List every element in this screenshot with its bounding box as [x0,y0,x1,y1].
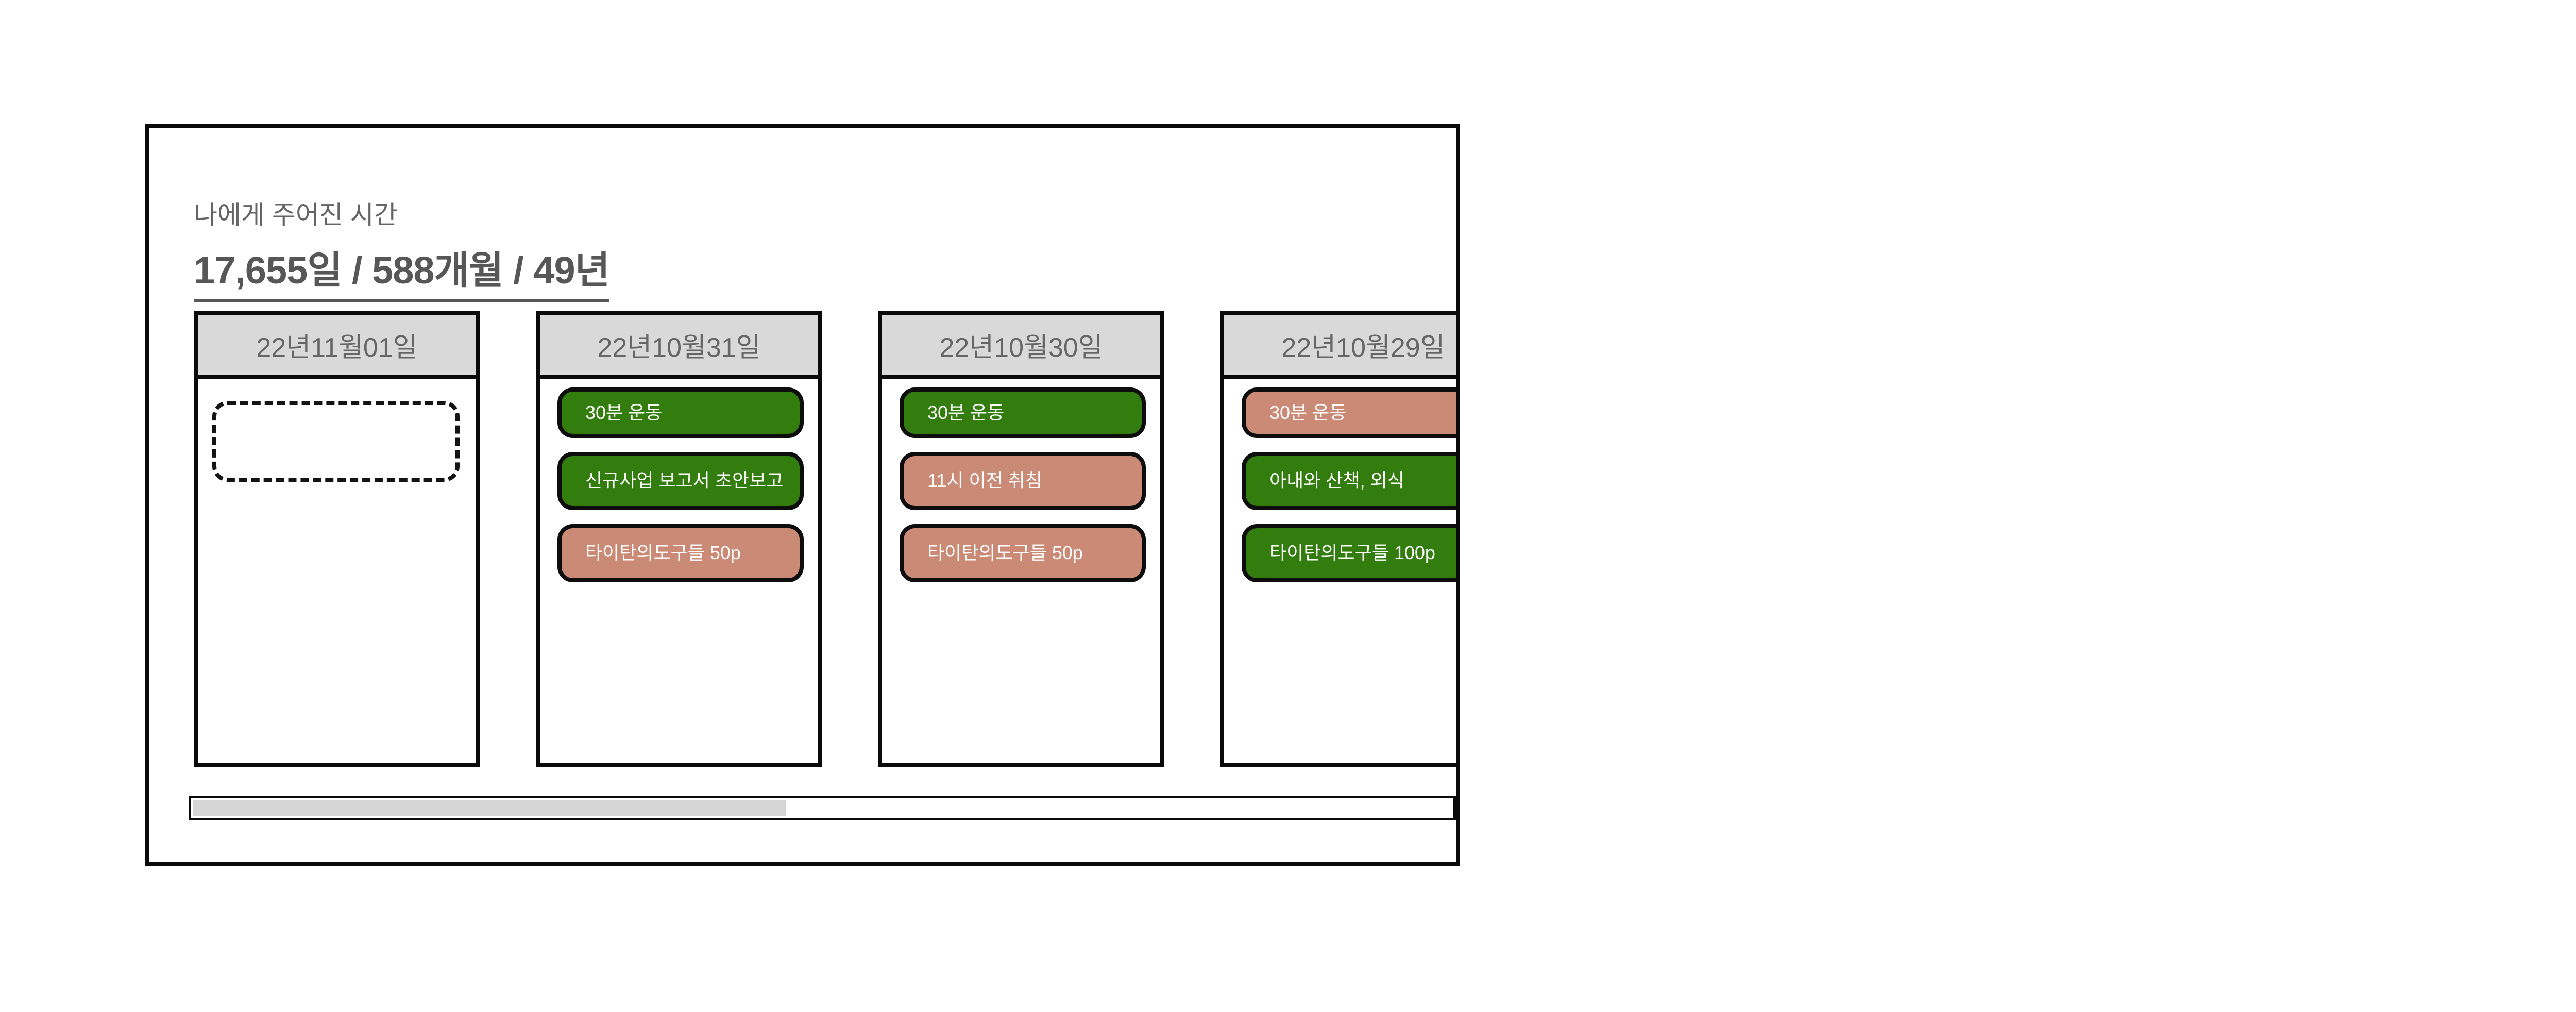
task-card[interactable]: 30분 운동 [1242,387,1456,438]
remaining-time-title: 17,655일 / 588개월 / 49년 [194,240,610,302]
task-card[interactable]: 30분 운동 [900,387,1146,438]
day-column: 22년10월29일 30분 운동 아내와 산책, 외식 타이탄의도구들 100p [1220,311,1456,767]
panel-title-block: 나에게 주어진 시간 17,655일 / 588개월 / 49년 [194,199,610,302]
scrollbar-thumb[interactable] [193,800,786,816]
time-tracker-panel: 나에게 주어진 시간 17,655일 / 588개월 / 49년 22년11월0… [145,124,1460,866]
day-column: 22년10월31일 30분 운동 신규사업 보고서 초안보고 타이탄의도구들 5… [536,311,822,767]
task-card[interactable]: 타이탄의도구들 50p [557,524,804,582]
day-column-today: 22년11월01일 [194,311,480,767]
task-card[interactable]: 타이탄의도구들 50p [900,524,1146,582]
day-column-body: 30분 운동 신규사업 보고서 초안보고 타이탄의도구들 50p [540,387,818,582]
horizontal-scrollbar[interactable] [189,796,1456,820]
day-columns: 22년11월01일 22년10월31일 30분 운동 신규사업 보고서 초안보고… [194,311,1456,767]
day-column: 22년10월30일 30분 운동 11시 이전 취침 타이탄의도구들 50p [878,311,1164,767]
day-column-header: 22년11월01일 [198,315,476,379]
task-card[interactable]: 11시 이전 취침 [900,452,1146,510]
given-time-subtitle: 나에게 주어진 시간 [194,200,398,229]
task-card[interactable]: 아내와 산책, 외식 [1242,452,1456,510]
day-column-header: 22년10월31일 [540,315,818,379]
empty-task-placeholder[interactable] [212,401,460,482]
day-column-body: 30분 운동 11시 이전 취침 타이탄의도구들 50p [882,387,1160,582]
day-column-header: 22년10월30일 [882,315,1160,379]
day-column-body: 30분 운동 아내와 산책, 외식 타이탄의도구들 100p [1224,387,1456,582]
day-column-body [198,401,476,482]
task-card[interactable]: 30분 운동 [557,387,804,438]
day-column-header: 22년10월29일 [1224,315,1456,379]
task-card[interactable]: 신규사업 보고서 초안보고 [557,452,804,510]
task-card[interactable]: 타이탄의도구들 100p [1242,524,1456,582]
